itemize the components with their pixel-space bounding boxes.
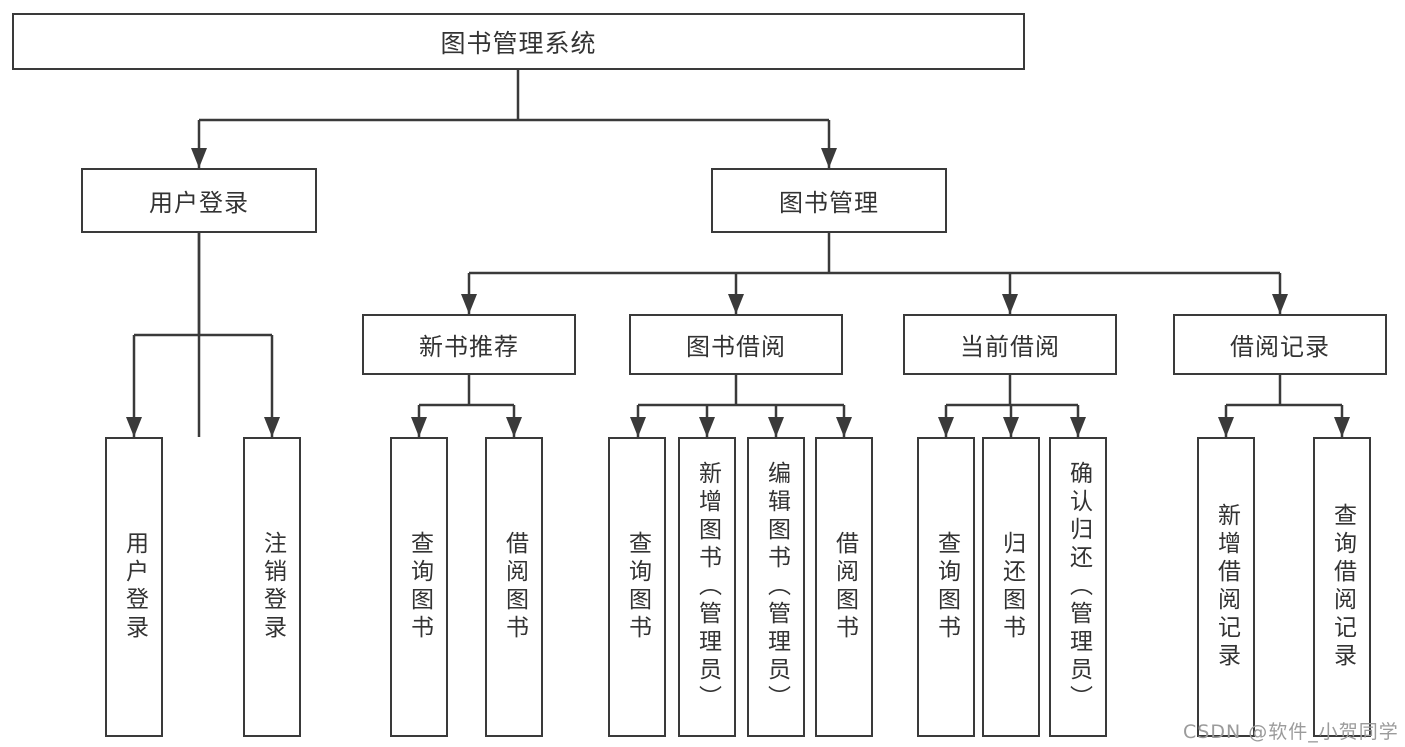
connector-paths: [132, 70, 1344, 437]
arrow-icon: [699, 417, 715, 437]
connector-newbook-children: [417, 375, 516, 437]
vertical-label: 查询图书: [624, 531, 651, 643]
arrow-icon: [1334, 417, 1350, 437]
arrow-icon: [1272, 294, 1288, 314]
arrow-icon: [461, 294, 477, 314]
arrow-icon: [191, 148, 207, 168]
arrow-icon: [126, 417, 142, 437]
vertical-label: 查询图书: [933, 531, 960, 643]
node-new-book-recommend: 新书推荐: [362, 314, 576, 375]
node-leaf-query-borrow-record: 查询借阅记录: [1313, 437, 1371, 737]
node-leaf-query-books-2: 查询图书: [608, 437, 666, 737]
node-user-login: 用户登录: [81, 168, 317, 233]
node-leaf-logout: 注销登录: [243, 437, 301, 737]
connector-records-children: [1224, 375, 1344, 437]
vertical-label: 注销登录: [259, 531, 286, 643]
arrow-icon: [630, 417, 646, 437]
node-borrow-records: 借阅记录: [1173, 314, 1387, 375]
arrow-icon: [411, 417, 427, 437]
csdn-watermark: CSDN @软件_小贺同学: [1183, 721, 1399, 743]
arrow-icon: [264, 417, 280, 437]
vertical-label: 借阅图书: [501, 531, 528, 643]
connector-borrow-children: [636, 375, 846, 437]
vertical-label: 用户登录: [121, 531, 148, 643]
arrow-icon: [938, 417, 954, 437]
node-leaf-borrow-books-2: 借阅图书: [815, 437, 873, 737]
vertical-label: 新增图书（管理员）: [694, 461, 721, 713]
arrow-icon: [1070, 417, 1086, 437]
node-leaf-borrow-books-1: 借阅图书: [485, 437, 543, 737]
node-book-borrow: 图书借阅: [629, 314, 843, 375]
node-leaf-confirm-return-admin: 确认归还（管理员）: [1049, 437, 1107, 737]
arrow-icon: [728, 294, 744, 314]
connector-userlogin-children: [132, 233, 274, 437]
node-leaf-add-borrow-record: 新增借阅记录: [1197, 437, 1255, 737]
arrowheads: [126, 148, 1350, 437]
arrow-icon: [836, 417, 852, 437]
vertical-label: 借阅图书: [831, 531, 858, 643]
vertical-label: 查询借阅记录: [1329, 503, 1356, 671]
vertical-label: 确认归还（管理员）: [1065, 461, 1092, 713]
connector-root-l2: [197, 70, 831, 437]
vertical-label: 新增借阅记录: [1213, 503, 1240, 671]
node-leaf-add-book-admin: 新增图书（管理员）: [678, 437, 736, 737]
arrow-icon: [821, 148, 837, 168]
node-leaf-edit-book-admin: 编辑图书（管理员）: [747, 437, 805, 737]
node-leaf-return-book: 归还图书: [982, 437, 1040, 737]
arrow-icon: [1003, 417, 1019, 437]
vertical-label: 编辑图书（管理员）: [763, 461, 790, 713]
node-root: 图书管理系统: [12, 13, 1025, 70]
vertical-label: 查询图书: [406, 531, 433, 643]
arrow-icon: [1002, 294, 1018, 314]
node-leaf-user-login: 用户登录: [105, 437, 163, 737]
node-leaf-query-books-1: 查询图书: [390, 437, 448, 737]
arrow-icon: [768, 417, 784, 437]
arrow-icon: [506, 417, 522, 437]
node-leaf-query-books-3: 查询图书: [917, 437, 975, 737]
vertical-label: 归还图书: [998, 531, 1025, 643]
connector-bookmgmt-l3: [467, 233, 1282, 314]
arrow-icon: [1218, 417, 1234, 437]
node-current-borrow: 当前借阅: [903, 314, 1117, 375]
node-book-management: 图书管理: [711, 168, 947, 233]
